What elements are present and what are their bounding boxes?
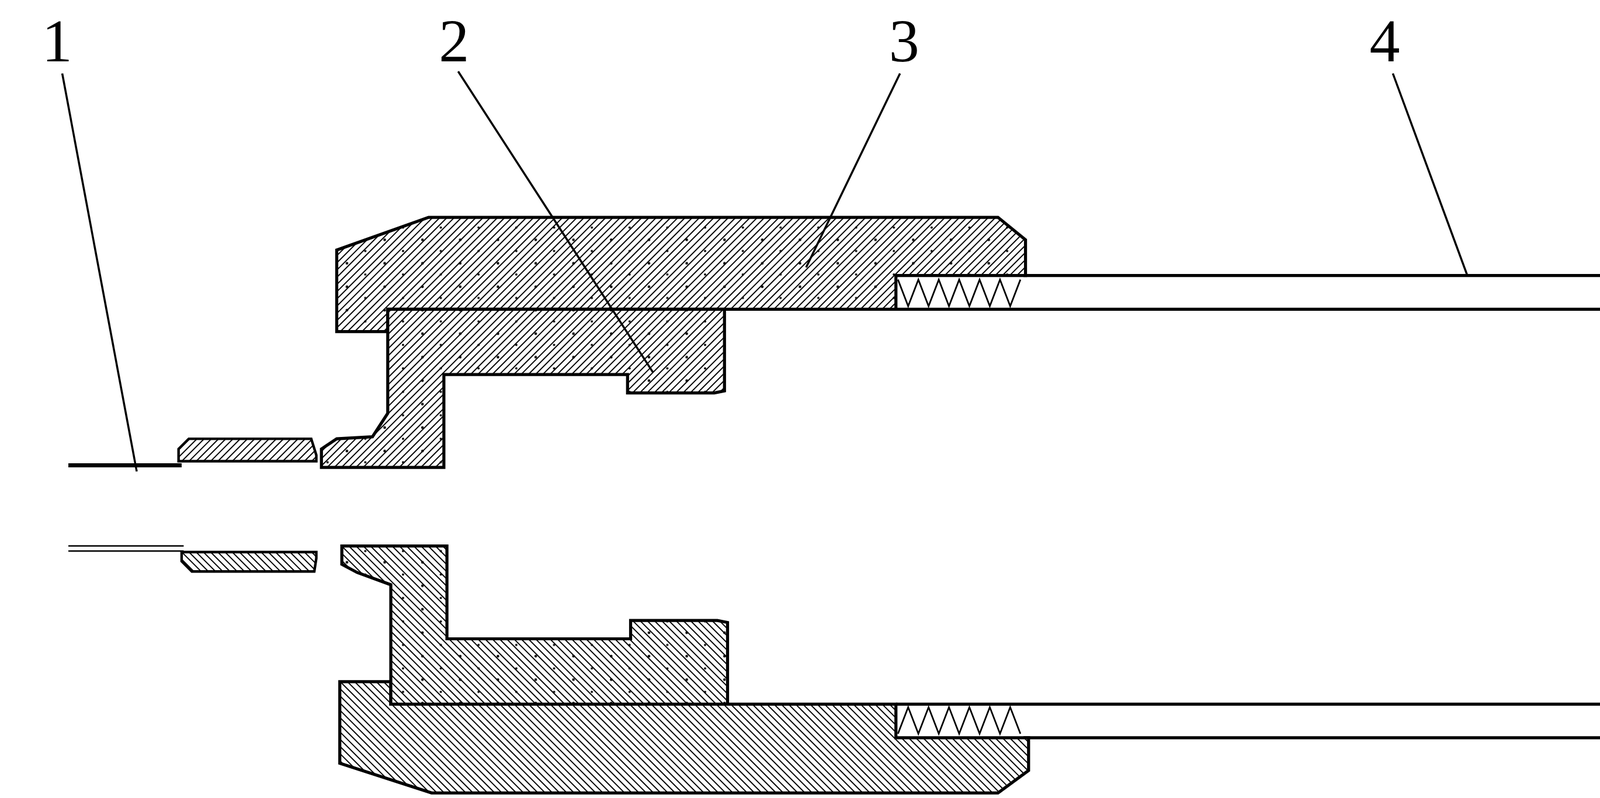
upper-half — [68, 217, 1600, 468]
callout-number: 4 — [1369, 10, 1400, 72]
lower-half — [68, 546, 1600, 794]
leader-lines — [62, 71, 1468, 472]
callout-number: 2 — [438, 10, 470, 72]
callout-number: 3 — [889, 10, 920, 72]
callout-number: 1 — [42, 10, 73, 72]
